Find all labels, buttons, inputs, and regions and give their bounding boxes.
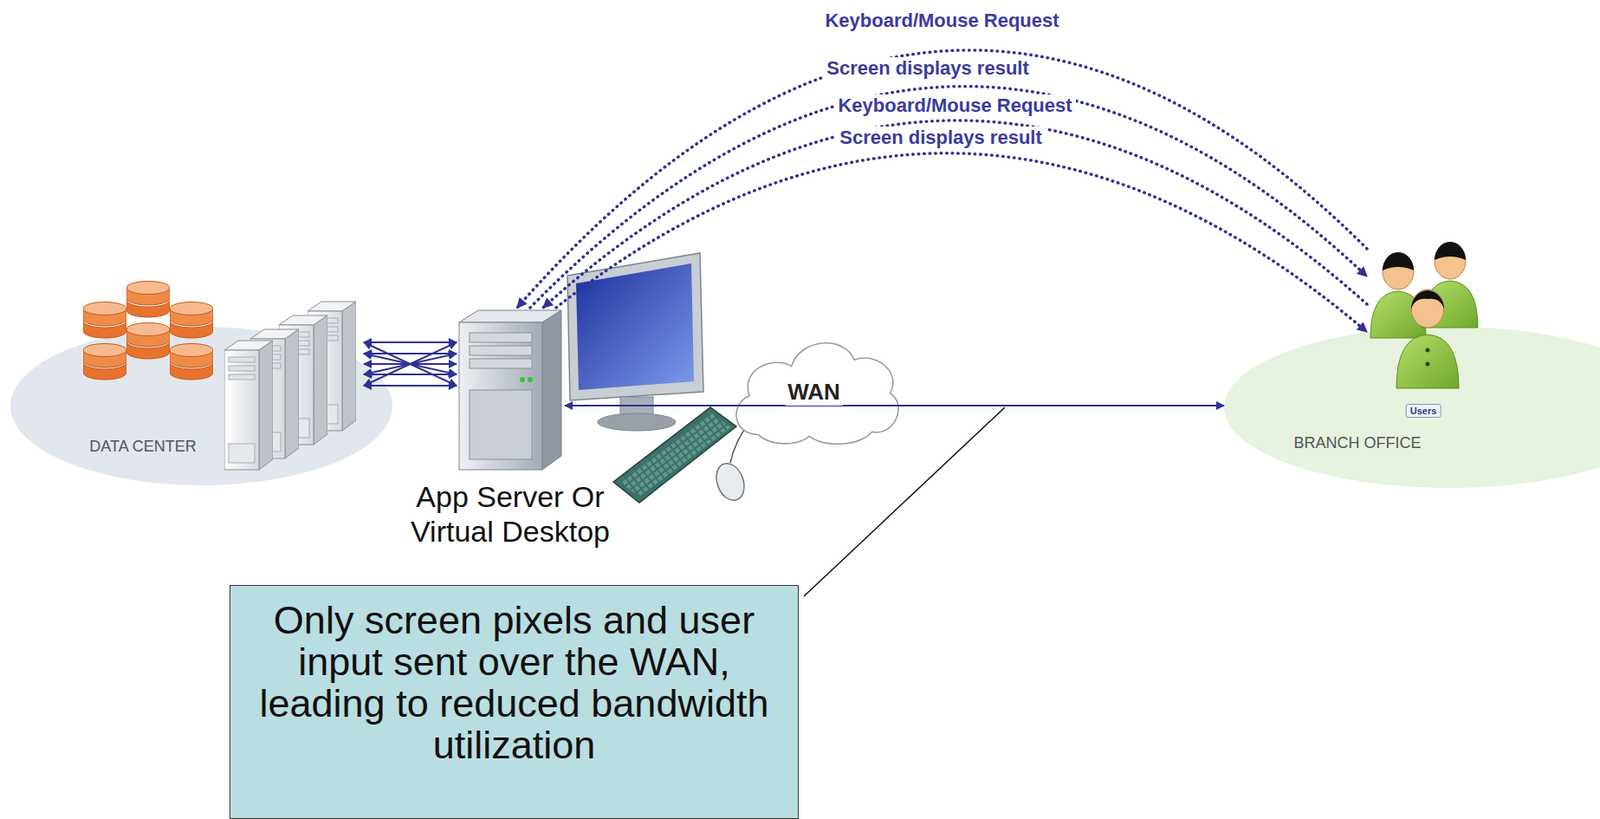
cloud-label: WAN — [784, 378, 843, 406]
keyboard-icon — [613, 407, 737, 503]
datacenter-icon — [10, 274, 393, 492]
region-label: BRANCH OFFICE — [1270, 434, 1445, 453]
dotted-arc — [556, 153, 1367, 332]
users-badge: Users — [1405, 403, 1442, 418]
users-icon — [1366, 239, 1480, 401]
arc-label: Screen displays result — [822, 57, 1033, 80]
datacenter-region: DATA CENTER — [10, 326, 393, 486]
callout-box: Only screen pixels and user input sent o… — [229, 584, 799, 819]
person — [1396, 289, 1459, 389]
arc-label: Keyboard/Mouse Request — [821, 9, 1063, 33]
dotted-arc — [543, 120, 1367, 308]
callout-text: Only screen pixels and user input sent o… — [246, 599, 783, 766]
app-server: App Server Or Virtual Desktop — [456, 307, 565, 477]
users-group: Users — [1366, 239, 1480, 418]
monitor-icon — [567, 252, 704, 431]
dotted-arc — [530, 86, 1367, 308]
link-arrow — [363, 362, 457, 365]
arc-label: Keyboard/Mouse Request — [834, 94, 1076, 117]
region-label: DATA CENTER — [56, 437, 230, 456]
server-tower-icon — [456, 307, 565, 477]
branch-office-region: BRANCH OFFICE Users — [1224, 326, 1600, 488]
server-caption: App Server Or Virtual Desktop — [380, 479, 641, 549]
dotted-arc — [517, 50, 1367, 308]
arc-label: Screen displays result — [835, 126, 1046, 149]
wan-cloud: WAN — [724, 328, 904, 449]
